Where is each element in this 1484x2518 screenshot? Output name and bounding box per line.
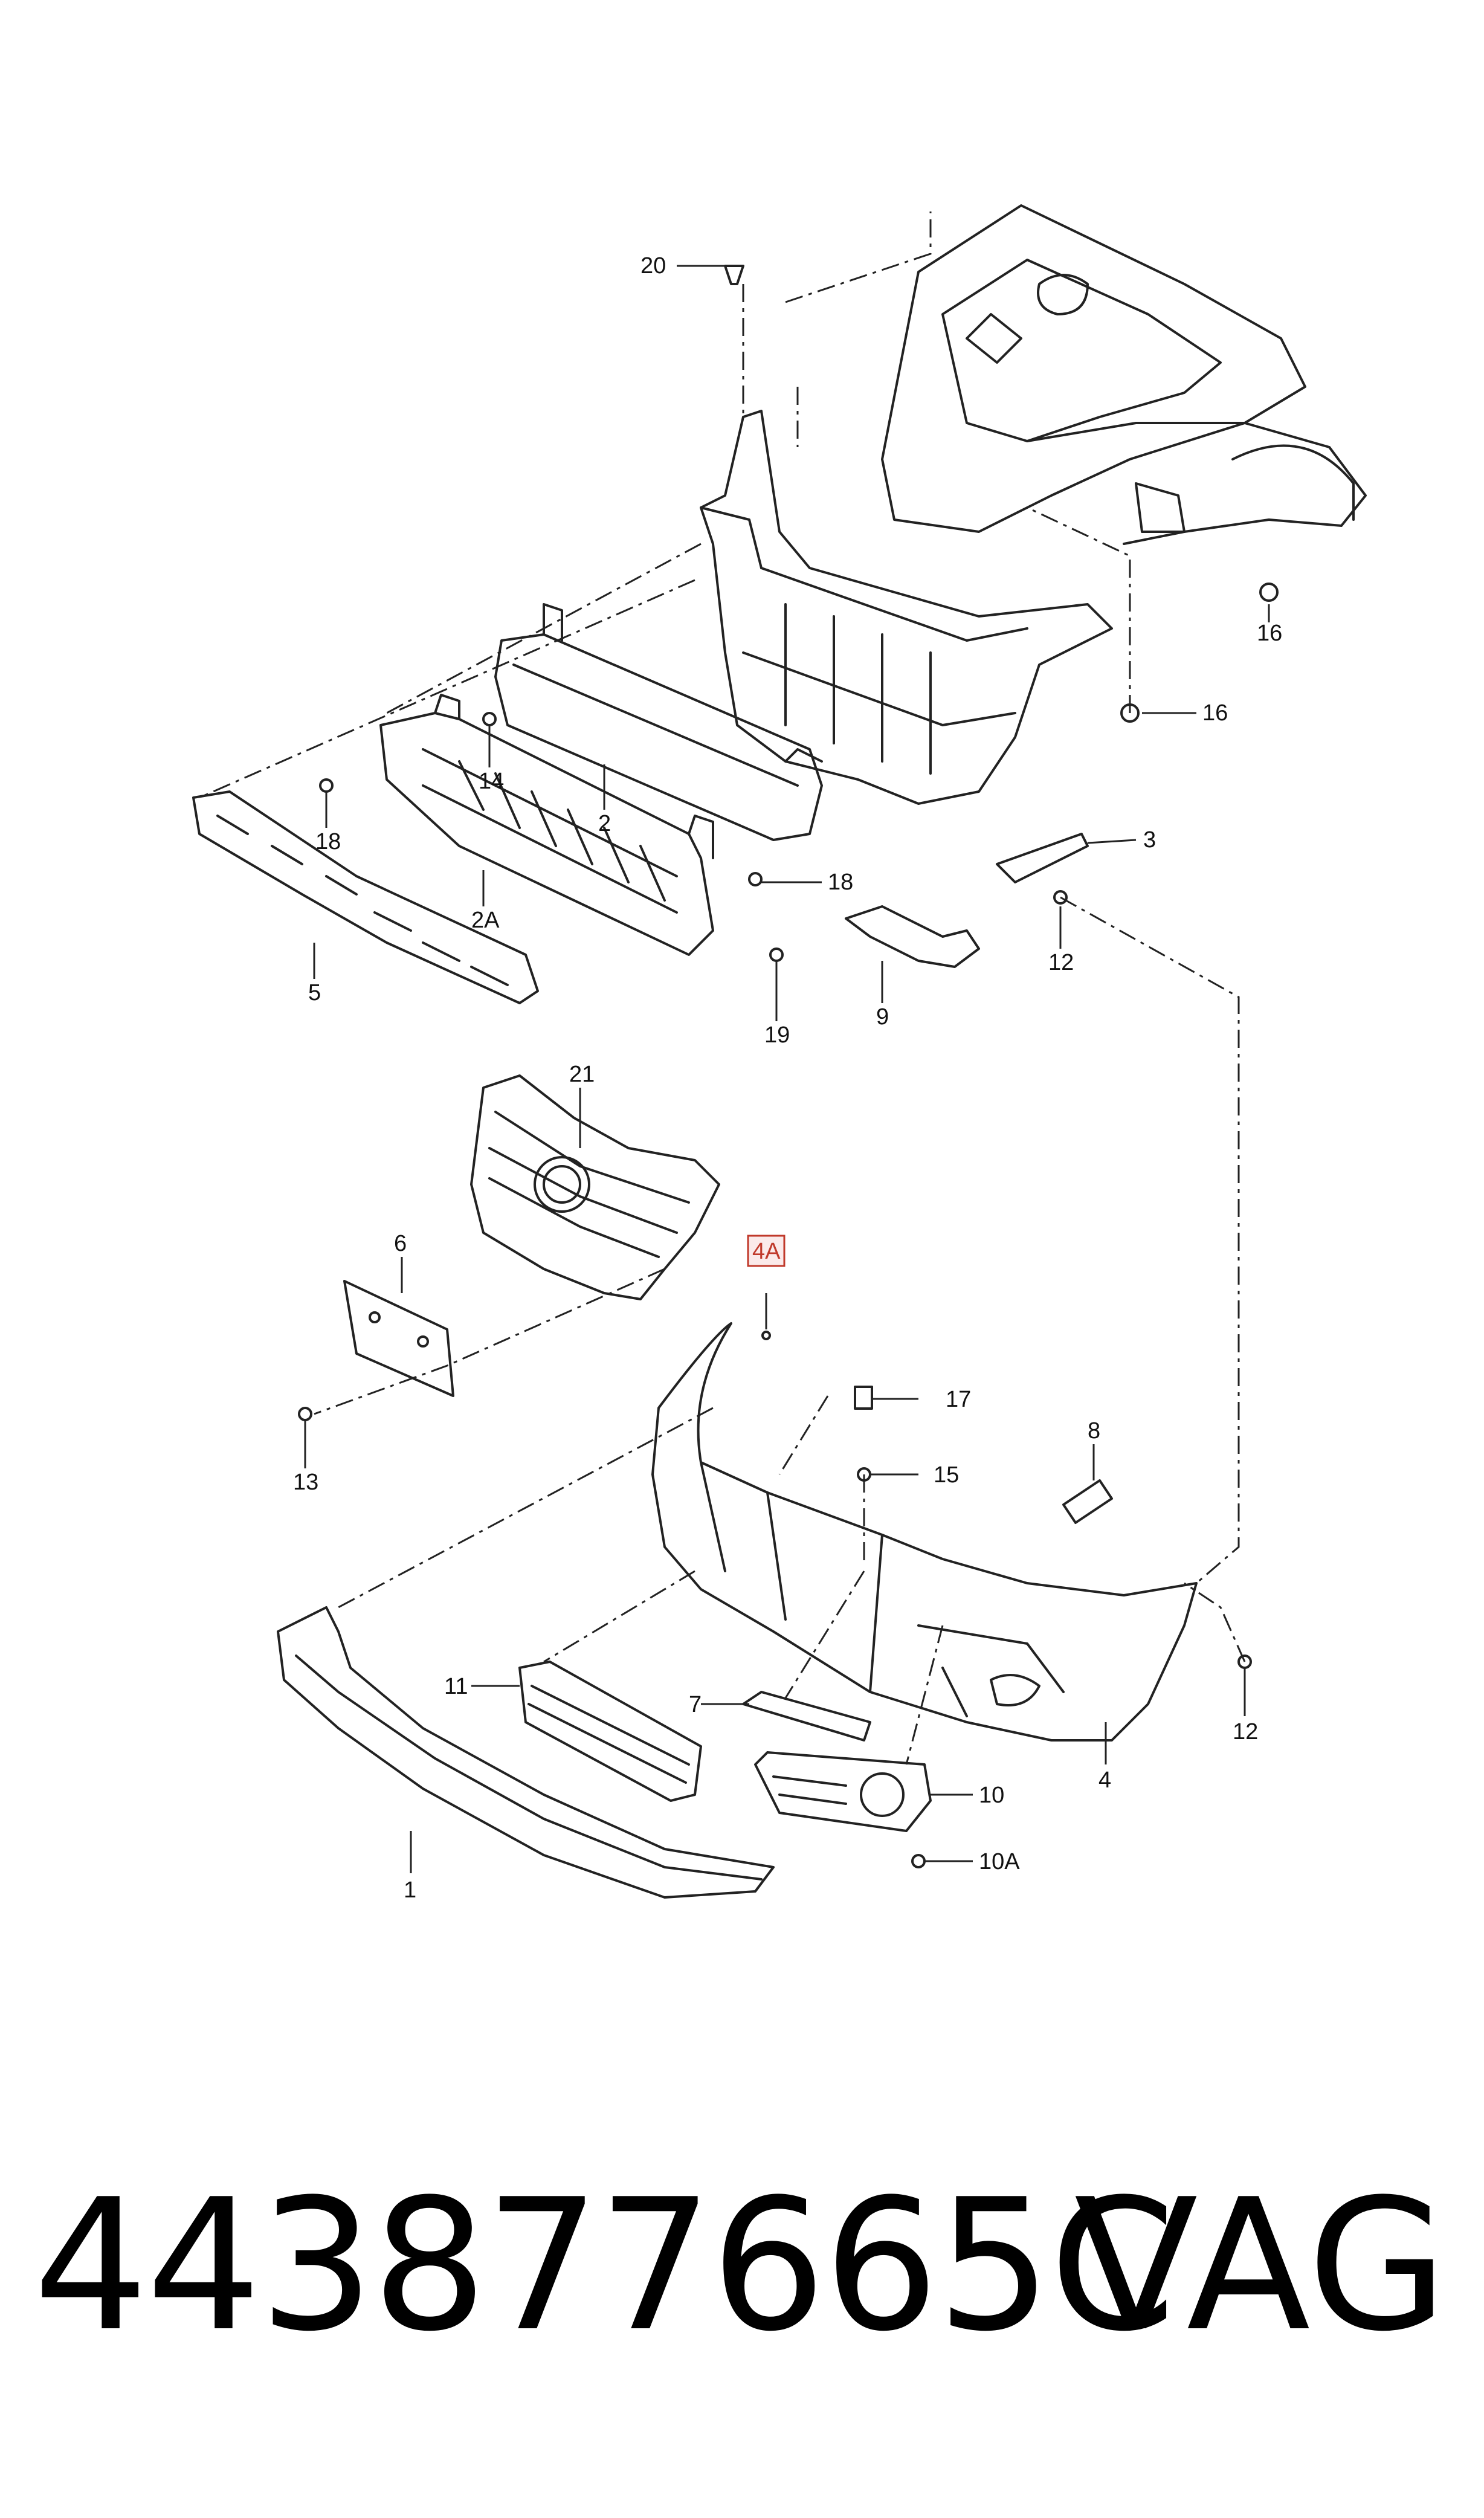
body-structure-drawing	[881, 204, 1367, 545]
part-10-fog-grille-drawing	[754, 1751, 932, 1832]
callout-4a: 4A	[752, 1239, 781, 1264]
callout-16-lower: 16	[1202, 700, 1228, 726]
callout-18-right: 18	[828, 870, 853, 895]
callout-2a: 2A	[471, 908, 500, 933]
part-3-bracket-drawing	[996, 833, 1089, 883]
callout-12-upper: 12	[1048, 950, 1074, 975]
callout-15: 15	[934, 1462, 959, 1488]
callout-7: 7	[689, 1692, 702, 1717]
part-number: 443877665C	[33, 2160, 1176, 2371]
callout-6: 6	[394, 1231, 407, 1256]
part-8-cap-drawing	[1062, 1479, 1113, 1524]
callout-10a: 10A	[979, 1849, 1020, 1874]
callout-20: 20	[640, 253, 666, 279]
part-1-spoiler-drawing	[277, 1606, 775, 1899]
callout-5: 5	[308, 980, 321, 1006]
part-7-trim-drawing	[742, 1691, 871, 1742]
brand-label: VAG	[1074, 2160, 1448, 2371]
part-5-foam-drawing	[192, 790, 539, 1004]
part-21-grille-drawing	[470, 1074, 720, 1300]
callout-19: 19	[764, 1022, 790, 1048]
assembly-lines	[199, 211, 1246, 1765]
callout-16-upper: 16	[1257, 621, 1282, 646]
callout-2: 2	[598, 811, 611, 836]
callout-8: 8	[1088, 1418, 1100, 1444]
leader-lines	[304, 265, 1270, 1873]
part-4-bumper-cover-drawing	[651, 1322, 1198, 1742]
fasteners-drawing	[298, 265, 1279, 1868]
callout-12-lower: 12	[1233, 1719, 1258, 1745]
callout-4: 4	[1098, 1767, 1111, 1793]
part-2a-absorber-drawing	[379, 694, 714, 956]
part-6-plate-holder-drawing	[343, 1280, 454, 1397]
front-carrier-drawing	[700, 410, 1113, 805]
callout-11: 11	[444, 1674, 468, 1699]
part-11-center-grille-drawing	[518, 1661, 702, 1802]
callout-14: 14	[479, 769, 504, 794]
part-9-bracket-drawing	[845, 905, 980, 968]
part-2-reinforcement-drawing	[494, 603, 823, 841]
callout-10: 10	[979, 1783, 1004, 1808]
footer: 443877665C VAG	[0, 2151, 1484, 2381]
callout-21: 21	[569, 1062, 595, 1087]
callout-4a-highlight-box	[747, 1235, 786, 1267]
callout-3: 3	[1143, 827, 1156, 853]
callout-1: 1	[404, 1877, 416, 1903]
callout-18-left: 18	[315, 829, 341, 854]
callout-9: 9	[876, 1004, 889, 1030]
callout-13: 13	[293, 1470, 318, 1495]
callout-17: 17	[946, 1387, 971, 1412]
